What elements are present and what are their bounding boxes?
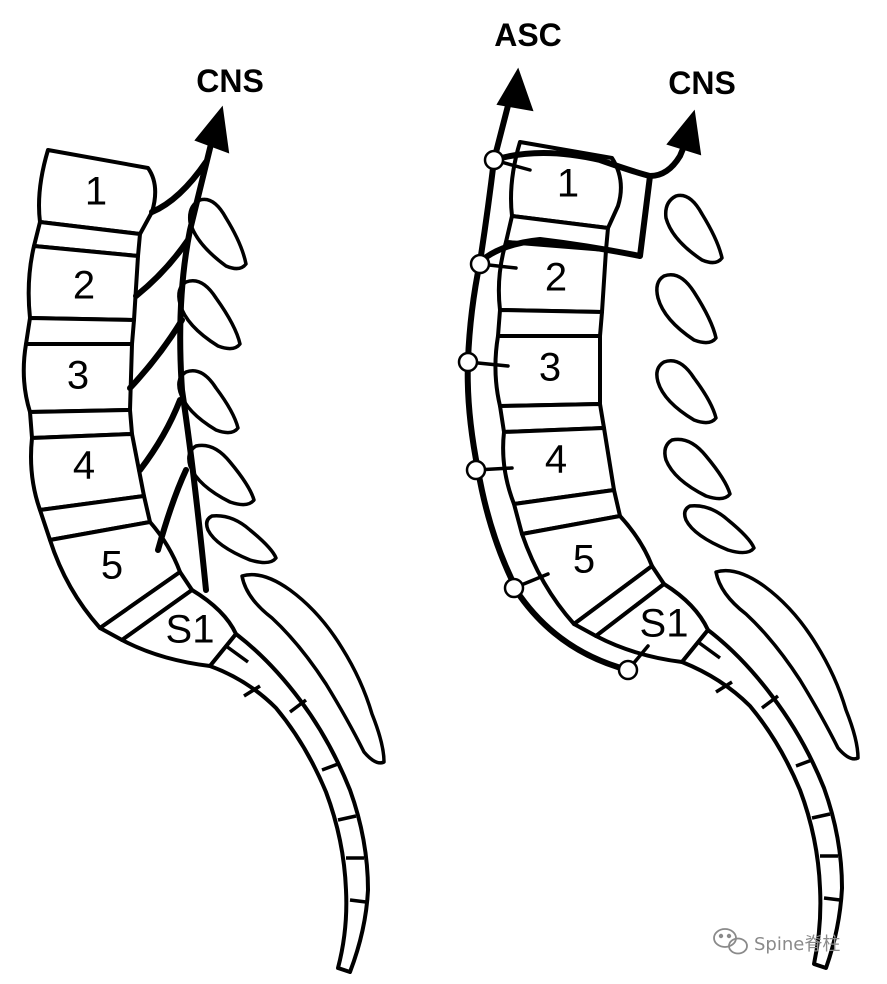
right-vertebra-label-s1: S1 [640, 602, 689, 646]
left-nerve-l3 [127, 317, 185, 391]
right-spine-panel: ASC CNS 1 2 3 4 5 S1 [457, 17, 860, 970]
left-nerve-l4 [137, 397, 183, 473]
right-cns-label: CNS [668, 65, 736, 101]
left-vertebra-label-2: 2 [73, 264, 95, 308]
right-tail-segments [696, 640, 841, 902]
right-spinous-3 [655, 359, 718, 425]
left-spine-panel: CNS 1 2 3 4 5 S1 [21, 63, 386, 974]
right-cns-loop [477, 129, 693, 265]
left-vertebra-label-5: 5 [101, 544, 123, 588]
left-spinous-2 [177, 279, 242, 351]
right-cns-upper-branch [491, 150, 653, 179]
right-ganglion-1 [483, 149, 532, 172]
left-vertebra-label-1: 1 [85, 170, 107, 214]
right-asc-chain [464, 87, 631, 673]
right-vertebra-label-2: 2 [545, 256, 567, 300]
left-vertebra-label-3: 3 [67, 354, 89, 398]
right-asc-label: ASC [494, 17, 562, 53]
watermark-text: Spine脊柱 [754, 934, 840, 955]
left-sacrum-tail [208, 632, 370, 974]
right-vertebra-label-4: 4 [545, 438, 567, 482]
right-vertebra-label-5: 5 [573, 538, 595, 582]
right-vertebra-label-3: 3 [539, 346, 561, 390]
right-spinous-4 [663, 437, 732, 501]
right-ganglion-5 [503, 572, 550, 599]
right-spinous-5 [682, 504, 756, 555]
left-cns-label: CNS [196, 63, 264, 99]
left-tail-segments [224, 644, 367, 904]
left-disc-2 [24, 316, 136, 346]
right-spinous-1 [663, 193, 724, 265]
right-cns-arrowhead [666, 109, 702, 156]
left-vertebra-label-4: 4 [73, 444, 95, 488]
left-nerve-l5 [155, 467, 189, 553]
left-nerve-l1 [149, 159, 209, 215]
left-posterior-sacrum [240, 572, 386, 765]
left-vertebra-label-s1: S1 [166, 608, 215, 652]
right-ganglion-3 [457, 351, 510, 373]
left-cns-arrowhead [194, 105, 230, 154]
right-spinous-2 [655, 273, 718, 345]
right-ganglion-s1 [617, 644, 650, 681]
right-posterior-sacrum [714, 568, 860, 761]
wechat-icon [713, 928, 748, 955]
right-vertebra-label-1: 1 [557, 162, 579, 206]
left-nerve-l2 [133, 237, 191, 299]
right-ganglion-2 [469, 253, 518, 275]
right-sacrum-tail [680, 628, 844, 970]
right-disc-2 [496, 308, 604, 338]
left-nerve-trunk [177, 137, 215, 593]
right-ganglion-4 [465, 459, 514, 481]
left-spinous-1 [187, 197, 248, 271]
watermark: Spine脊柱 [713, 928, 840, 955]
left-spinous-5 [204, 514, 278, 565]
right-asc-arrowhead [496, 67, 534, 112]
